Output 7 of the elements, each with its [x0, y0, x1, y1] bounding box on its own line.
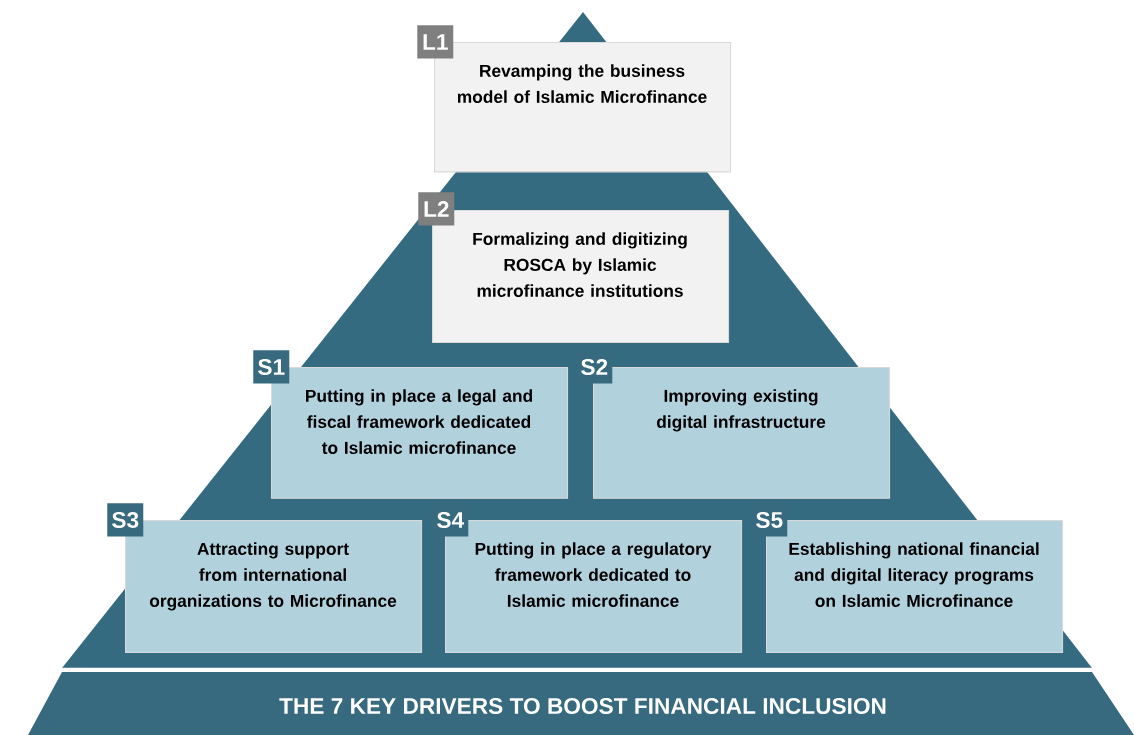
- tag-label: S3: [107, 503, 144, 537]
- tag-label: S4: [432, 503, 469, 537]
- title-band: THE 7 KEY DRIVERS TO BOOST FINANCIAL INCLUSION: [28, 672, 1134, 735]
- tag-label: S2: [576, 350, 613, 384]
- tag-label: S5: [751, 503, 788, 537]
- tag-label: S1: [253, 350, 290, 384]
- tag-label: L1: [417, 25, 454, 59]
